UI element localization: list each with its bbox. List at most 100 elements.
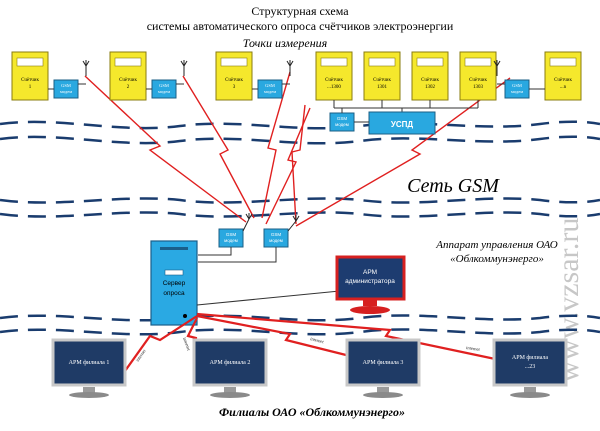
network-boundary-waves (0, 120, 600, 336)
meter-label-line2: 2 (127, 85, 130, 90)
internet-link-branch-4 (196, 312, 501, 362)
meter-6[interactable]: Счётчик 1302 (411, 51, 449, 108)
meter-display (464, 57, 492, 67)
internet-label-3: internet (310, 336, 325, 344)
meter-4[interactable]: Счётчик ...1300 (315, 51, 353, 108)
middle-wave-1 (0, 197, 600, 204)
meter-label-line1: Счётчик (225, 78, 243, 83)
meter-5[interactable]: Счётчик 1301 (363, 51, 401, 108)
meter-display (368, 57, 396, 67)
control-unit-label-line1: Аппарат управления ОАО (435, 239, 558, 251)
internet-link-branch-3 (196, 314, 351, 358)
measurement-points-label: Точки измерения (243, 36, 328, 50)
branch-label-line2: ...23 (525, 364, 536, 370)
meter-label-line1: Счётчик (554, 78, 572, 83)
internet-links (119, 312, 501, 379)
uspd-modem-label-1: GSM (337, 116, 348, 121)
gsm-network-label: Сеть GSM (407, 175, 500, 197)
internet-labels: internet internet internet internet (135, 336, 481, 362)
modem-label-line1: GSM (265, 83, 275, 88)
radio-link-uspd-b (265, 107, 311, 225)
meter-display (114, 57, 142, 67)
admin-label-line1: АРМ (363, 269, 377, 276)
meter-label-line1: Счётчик (119, 78, 137, 83)
lower-wave-2 (0, 328, 600, 336)
modem-label-line1: GSM (512, 83, 522, 88)
modem-label-line2: модем (264, 89, 276, 94)
server-modem-antennas (242, 213, 300, 232)
modem-label-line1: GSM (159, 83, 169, 88)
meter-display (320, 57, 348, 67)
antenna-icon (286, 60, 294, 76)
server-modem-1-label-2: модем (224, 238, 238, 243)
branch-workstations: АРМ филиала 1 АРМ филиала 2 АРМ филиала 3 А… (51, 338, 568, 398)
meter-label-line2: 1 (29, 85, 32, 90)
meter-label-line2: 1303 (473, 85, 484, 90)
monitor-screen (345, 338, 421, 387)
branches-label: Филиалы ОАО «Облкоммунэнерго» (219, 405, 405, 419)
meter-label-line2: 1302 (425, 85, 436, 90)
internet-label-4: internet (466, 345, 481, 352)
meter-display (549, 57, 577, 67)
meter-label-line2: 1301 (377, 85, 388, 90)
server-label-line2: опроса (163, 290, 185, 297)
upper-wave-2 (0, 135, 600, 145)
server-label-line1: Сервер (163, 280, 186, 287)
branch-label-line1: АРМ филиала 1 (69, 359, 110, 366)
branch-label-line1: АРМ филиала 2 (210, 359, 251, 366)
lower-wave-1 (0, 314, 600, 322)
meter-label-line2: ...1300 (327, 85, 341, 90)
gsm-radio-links (84, 71, 511, 227)
meter-display (16, 57, 44, 67)
antenna-icon (180, 60, 188, 76)
admin-workstation[interactable]: АРМ администратора (196, 255, 406, 314)
diagram-title-line1: Структурная схема (251, 4, 349, 18)
server-modem-1-label-1: GSM (226, 232, 237, 237)
meter-label-line1: Счётчик (469, 78, 487, 83)
meter-7[interactable]: Счётчик 1303 (459, 51, 497, 108)
uspd-unit[interactable]: УСПД GSM модем (329, 108, 436, 135)
control-unit-label-line2: «Облкоммунэнерго» (450, 253, 544, 265)
branch-workstation-1[interactable]: АРМ филиала 1 (51, 338, 127, 398)
modem-label-line2: модем (511, 89, 523, 94)
meter-label-line2: ...n (560, 85, 567, 90)
modem-label-line2: модем (158, 89, 170, 94)
polling-server[interactable]: Сервер опроса (150, 240, 198, 326)
modem-label-line2: модем (60, 89, 72, 94)
antenna-icon (493, 60, 501, 76)
meter-label-line2: 3 (233, 85, 236, 90)
meter-label-line1: Счётчик (325, 78, 343, 83)
middle-wave-2 (0, 211, 600, 218)
monitor-screen (51, 338, 127, 387)
diagram-title-line2: системы автоматического опроса счётчиков… (147, 19, 454, 33)
internet-label-2: internet (182, 337, 192, 352)
antenna-icon (82, 60, 90, 76)
meter-display (220, 57, 248, 67)
meter-label-line1: Счётчик (373, 78, 391, 83)
meter-label-line1: Счётчик (421, 78, 439, 83)
server-modem-2-label-2: модем (269, 238, 283, 243)
meter-label-line1: Счётчик (21, 78, 39, 83)
radio-link-meter-1 (84, 75, 247, 223)
upper-wave-1 (0, 120, 600, 130)
monitor-screen (492, 338, 568, 387)
meter-display (416, 57, 444, 67)
branch-workstation-4[interactable]: АРМ филиала ...23 (492, 338, 568, 398)
radio-link-meter-3 (261, 71, 291, 219)
radio-link-meter-n (295, 77, 511, 227)
uspd-label: УСПД (391, 120, 414, 129)
modem-label-line1: GSM (61, 83, 71, 88)
branch-workstation-3[interactable]: АРМ филиала 3 (345, 338, 421, 398)
server-modem-2-label-1: GSM (271, 232, 282, 237)
uspd-modem-label-2: модем (335, 122, 349, 127)
branch-workstation-2[interactable]: АРМ филиала 2 (192, 338, 268, 398)
server-gsm-modems: GSM модем GSM модем (198, 213, 300, 263)
branch-label-line1: АРМ филиала (512, 354, 549, 361)
